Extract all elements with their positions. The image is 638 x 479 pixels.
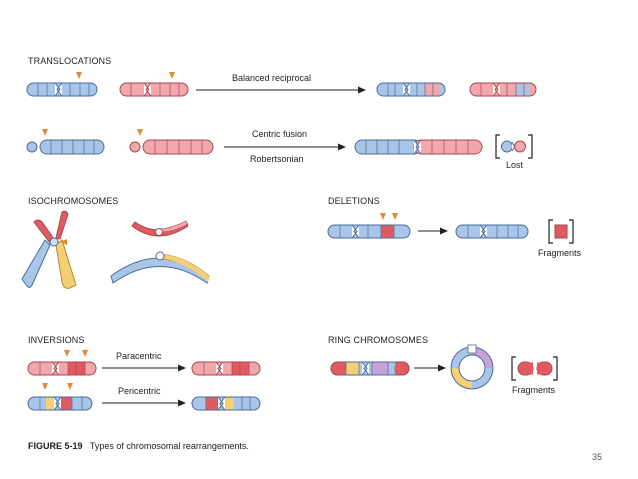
chromosome bbox=[119, 82, 189, 97]
label-fragments-deletion: Fragments bbox=[538, 248, 582, 258]
breakpoint-marker-icon bbox=[42, 129, 48, 136]
breakpoint-marker-icon bbox=[42, 383, 48, 390]
label-centric-fusion: Centric fusion bbox=[252, 129, 307, 139]
deletion-diagram: Fragments bbox=[327, 213, 582, 258]
breakpoint-marker-icon bbox=[137, 129, 143, 136]
arrow-icon bbox=[178, 399, 186, 407]
fragment-bracket bbox=[511, 356, 558, 381]
label-balanced-reciprocal: Balanced reciprocal bbox=[232, 73, 311, 83]
label-robertsonian: Robertsonian bbox=[250, 154, 304, 164]
breakpoint-marker-icon bbox=[67, 383, 73, 390]
breakpoint-marker-icon bbox=[82, 350, 88, 357]
chromosome bbox=[27, 361, 97, 376]
chromosome bbox=[354, 139, 483, 155]
arrow-icon bbox=[438, 364, 446, 372]
isochromosome-diagram bbox=[21, 210, 210, 289]
heading-inversions: INVERSIONS bbox=[28, 335, 85, 345]
chromosome bbox=[327, 224, 411, 239]
caption-figure-number: FIGURE 5-19 bbox=[28, 441, 83, 451]
chromosome bbox=[191, 396, 261, 411]
chromosome bbox=[27, 396, 93, 411]
figure-caption: FIGURE 5-19 Types of chromosomal rearran… bbox=[28, 441, 249, 451]
inversion-diagram: Paracentric Pericentric bbox=[27, 350, 261, 411]
label-paracentric: Paracentric bbox=[116, 351, 162, 361]
fragment-bracket bbox=[548, 219, 574, 244]
breakpoint-marker-icon bbox=[64, 350, 70, 357]
lost-fragment-bracket bbox=[495, 134, 533, 159]
label-pericentric: Pericentric bbox=[118, 386, 161, 396]
chromosome bbox=[129, 139, 214, 155]
ring-chromosome-diagram: Fragments bbox=[330, 344, 558, 395]
chromosome bbox=[455, 224, 529, 239]
page-number: 35 bbox=[592, 452, 602, 462]
breakpoint-marker-icon bbox=[380, 213, 386, 220]
label-lost: Lost bbox=[506, 160, 524, 170]
chromosome bbox=[26, 139, 105, 155]
arrow-icon bbox=[358, 86, 366, 94]
arrow-icon bbox=[338, 143, 346, 151]
ring-chromosome bbox=[450, 344, 494, 390]
chromosome bbox=[191, 361, 261, 376]
translocation-row-robertsonian: Centric fusion Robertsonian Lost bbox=[26, 129, 533, 170]
arrow-icon bbox=[440, 227, 448, 235]
chromosome bbox=[330, 361, 410, 376]
translocation-row-balanced: Balanced reciprocal bbox=[26, 72, 537, 97]
chromosome bbox=[469, 82, 537, 97]
breakpoint-marker-icon bbox=[60, 239, 67, 245]
chromosome bbox=[26, 82, 98, 97]
breakpoint-marker-icon bbox=[169, 72, 175, 79]
caption-text: Types of chromosomal rearrangements. bbox=[90, 441, 249, 451]
chromosome bbox=[376, 82, 446, 97]
heading-isochromosomes: ISOCHROMOSOMES bbox=[28, 196, 118, 206]
heading-ring-chromosomes: RING CHROMOSOMES bbox=[328, 335, 428, 345]
heading-deletions: DELETIONS bbox=[328, 196, 380, 206]
breakpoint-marker-icon bbox=[392, 213, 398, 220]
arrow-icon bbox=[178, 364, 186, 372]
breakpoint-marker-icon bbox=[76, 72, 82, 79]
label-fragments-ring: Fragments bbox=[512, 385, 556, 395]
heading-translocations: TRANSLOCATIONS bbox=[28, 56, 111, 66]
